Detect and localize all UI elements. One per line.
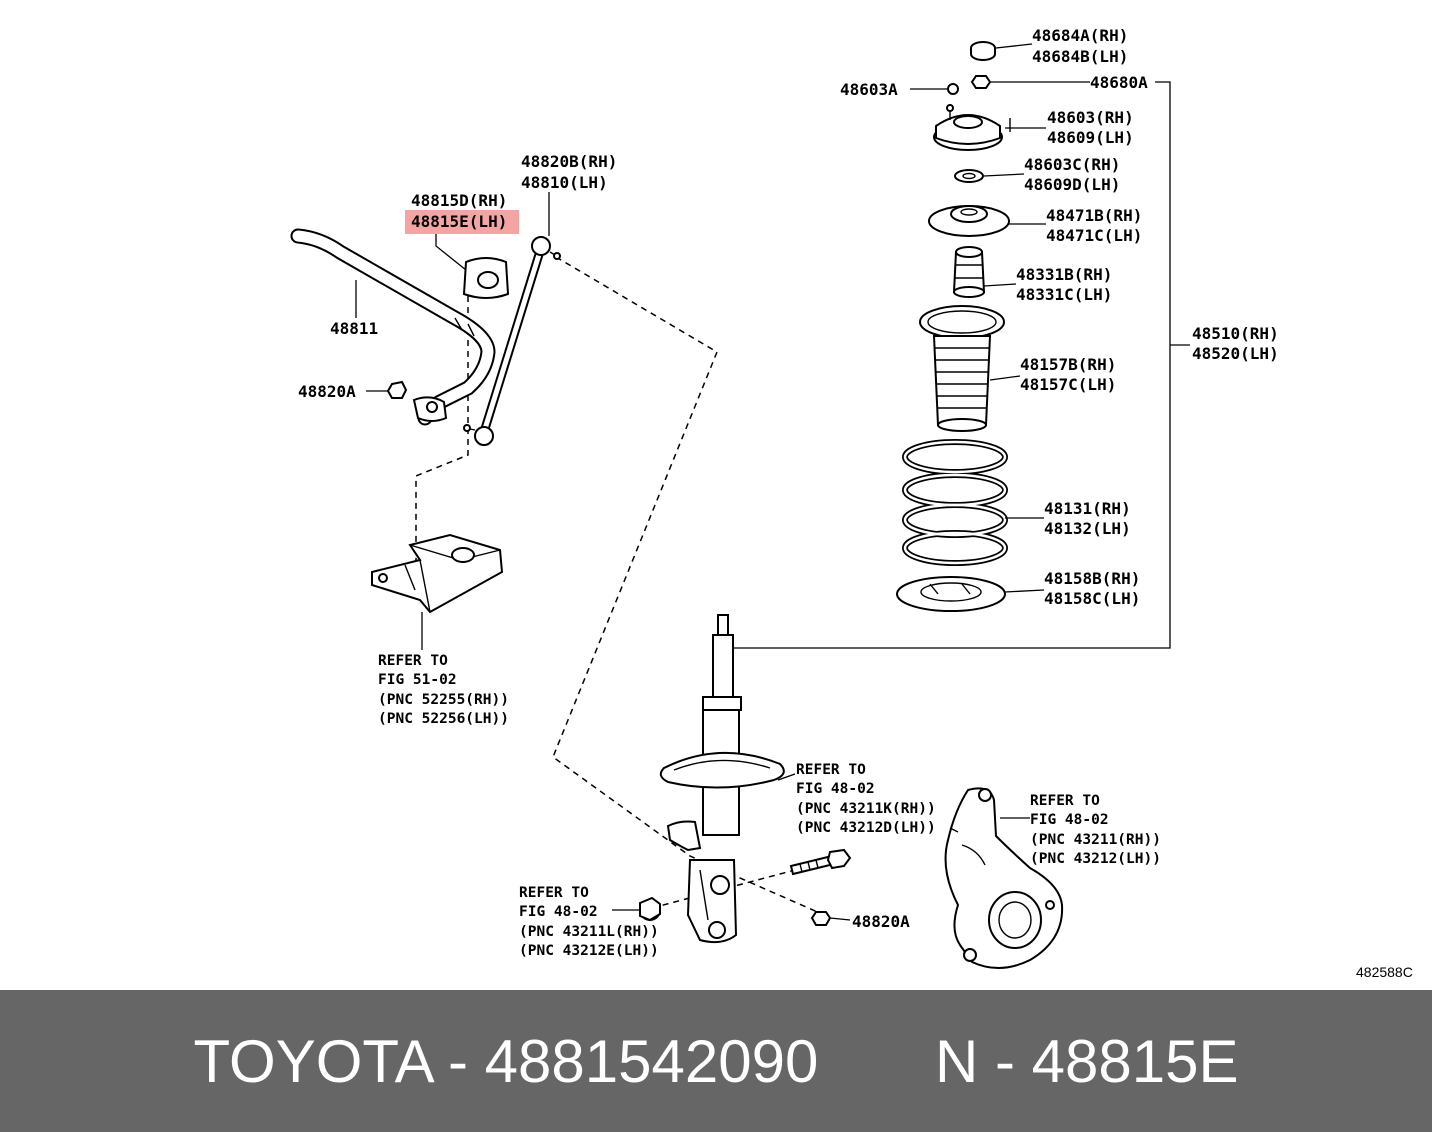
label-48680a: 48680A xyxy=(1090,73,1148,92)
refer-bolt-line2: FIG 48-02 xyxy=(519,904,598,920)
label-48520: 48520(LH) xyxy=(1192,344,1279,363)
label-48158b: 48158B(RH) xyxy=(1044,569,1140,588)
lower-spring-insulator-48158 xyxy=(896,576,1006,612)
label-48815d: 48815D(RH) xyxy=(411,191,507,210)
nut-48680a xyxy=(970,75,992,89)
drawing-code: 482588C xyxy=(1356,964,1413,980)
refer-block-fig51: REFER TO FIG 51-02 (PNC 52255(RH)) (PNC … xyxy=(378,653,509,727)
flange-nut-strut xyxy=(639,896,661,922)
bump-stopper-48331 xyxy=(952,246,986,298)
label-48811: 48811 xyxy=(330,319,378,338)
strut-bolt-dashed-line xyxy=(651,869,796,909)
refer-fig51-line2: FIG 51-02 xyxy=(378,672,457,688)
label-48157b: 48157B(RH) xyxy=(1020,355,1116,374)
highlight-48815e xyxy=(405,210,519,234)
refer-bolt-line3: (PNC 43211L(RH)) xyxy=(519,924,659,940)
label-48157c: 48157C(LH) xyxy=(1020,375,1116,394)
label-48331c: 48331C(LH) xyxy=(1016,285,1112,304)
label-48820b: 48820B(RH) xyxy=(521,152,617,171)
label-48331b: 48331B(RH) xyxy=(1016,265,1112,284)
refer-block-fig48-bolt: REFER TO FIG 48-02 (PNC 43211L(RH)) (PNC… xyxy=(519,885,659,959)
bushing-bracket-dashed-line xyxy=(415,296,469,575)
label-48471c: 48471C(LH) xyxy=(1046,226,1142,245)
refer-knuckle-line1: REFER TO xyxy=(1030,793,1100,809)
label-48158c: 48158C(LH) xyxy=(1044,589,1140,608)
refer-block-fig48-strut: REFER TO FIG 48-02 (PNC 43211K(RH)) (PNC… xyxy=(796,762,936,836)
label-48684b: 48684B(LH) xyxy=(1032,47,1128,66)
refer-knuckle-line4: (PNC 43212(LH)) xyxy=(1030,851,1161,867)
refer-bolt-line4: (PNC 43212E(LH)) xyxy=(519,943,659,959)
refer-knuckle-line3: (PNC 43211(RH)) xyxy=(1030,832,1161,848)
refer-knuckle-line2: FIG 48-02 xyxy=(1030,812,1109,828)
shock-absorber xyxy=(659,614,785,944)
label-48609: 48609(LH) xyxy=(1047,128,1134,147)
nut-48603a xyxy=(947,83,959,95)
label-48132: 48132(LH) xyxy=(1044,519,1131,538)
label-48820a-left: 48820A xyxy=(298,382,356,401)
stabilizer-link-assembly-dashed-line xyxy=(552,256,823,915)
nut-48820a-left xyxy=(386,380,408,399)
refer-strut-line2: FIG 48-02 xyxy=(796,781,875,797)
refer-fig51-line4: (PNC 52256(LH)) xyxy=(378,711,509,727)
label-48131: 48131(RH) xyxy=(1044,499,1131,518)
label-48603c: 48603C(RH) xyxy=(1024,155,1120,174)
refer-strut-line1: REFER TO xyxy=(796,762,866,778)
label-48815e: 48815E(LH) xyxy=(411,212,507,231)
label-48603a: 48603A xyxy=(840,80,898,99)
label-48609d: 48609D(LH) xyxy=(1024,175,1120,194)
footer-part-text: TOYOTA - 4881542090 N - 48815E xyxy=(193,1027,1239,1095)
parts-diagram: 48684A(RH) 48684B(LH) 48603A 48680A 4860… xyxy=(290,26,1413,980)
refer-bolt-line1: REFER TO xyxy=(519,885,589,901)
refer-fig51-line3: (PNC 52255(RH)) xyxy=(378,692,509,708)
bearing-washer-48603c xyxy=(954,169,984,183)
stabilizer-bushing-48815 xyxy=(462,257,510,299)
upper-spring-seat-48471 xyxy=(928,205,1010,237)
label-48510: 48510(RH) xyxy=(1192,324,1279,343)
refer-fig51-line1: REFER TO xyxy=(378,653,448,669)
stabilizer-bar-48811 xyxy=(290,228,496,426)
nut-48820a-bottom xyxy=(810,911,832,926)
spring-insulator-boot-48157 xyxy=(919,305,1005,432)
refer-block-fig48-knuckle: REFER TO FIG 48-02 (PNC 43211(RH)) (PNC … xyxy=(1030,793,1161,867)
steering-knuckle xyxy=(944,787,1064,969)
label-48810: 48810(LH) xyxy=(521,173,608,192)
strut-bolt xyxy=(789,848,852,876)
label-48603: 48603(RH) xyxy=(1047,108,1134,127)
strut-mount-48603 xyxy=(933,104,1011,151)
refer-strut-line4: (PNC 43212D(LH)) xyxy=(796,820,936,836)
part-number-footer: TOYOTA - 4881542090 N - 48815E xyxy=(0,990,1432,1132)
leader-lines xyxy=(355,43,1190,921)
label-48684a: 48684A(RH) xyxy=(1032,26,1128,45)
label-48820a-bottom: 48820A xyxy=(852,912,910,931)
stabilizer-bracket xyxy=(371,533,504,614)
stabilizer-link-48820b xyxy=(463,236,561,446)
label-48471b: 48471B(RH) xyxy=(1046,206,1142,225)
refer-strut-line3: (PNC 43211K(RH)) xyxy=(796,801,936,817)
coil-spring-48131 xyxy=(902,439,1008,566)
dust-cap-48684 xyxy=(970,41,996,61)
